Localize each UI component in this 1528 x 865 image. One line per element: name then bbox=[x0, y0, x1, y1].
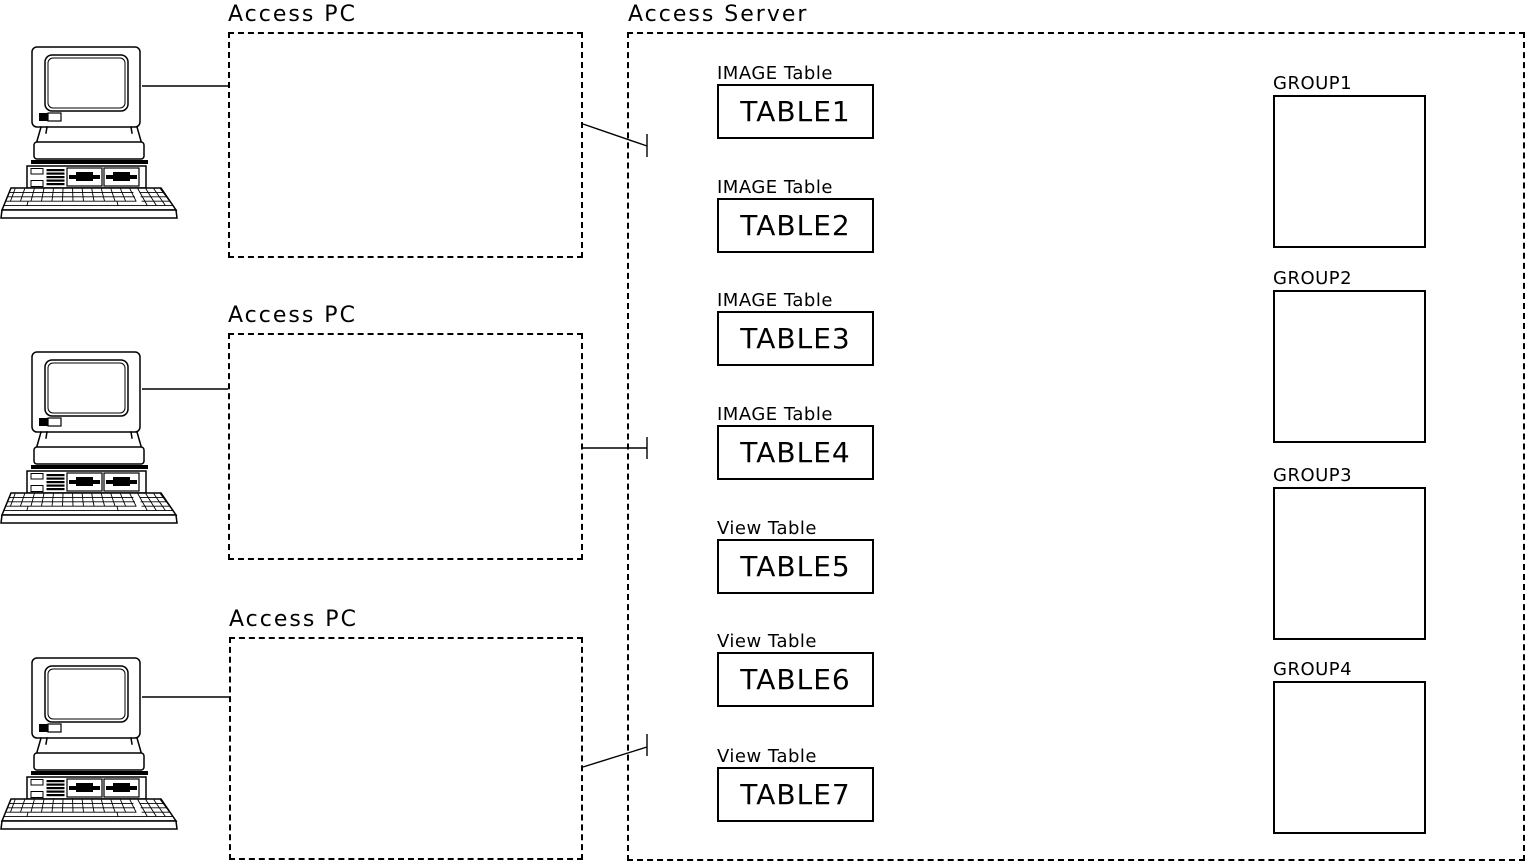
table-name: TABLE6 bbox=[740, 663, 851, 696]
group-unit: GROUP3 bbox=[1273, 466, 1426, 640]
access-pc-label: Access PC bbox=[229, 607, 358, 632]
table-type-label: IMAGE Table bbox=[717, 290, 833, 311]
table-unit: View Table TABLE6 bbox=[717, 632, 875, 707]
table-name: TABLE7 bbox=[740, 778, 851, 811]
group-unit: GROUP2 bbox=[1273, 269, 1426, 443]
table-type-label: IMAGE Table bbox=[717, 177, 833, 198]
table-unit: IMAGE Table TABLE1 bbox=[717, 64, 875, 139]
group-box bbox=[1273, 290, 1426, 443]
table-box: TABLE2 bbox=[717, 198, 874, 253]
access-pc-box bbox=[229, 637, 583, 860]
group-label: GROUP3 bbox=[1273, 465, 1353, 486]
table-box: TABLE4 bbox=[717, 425, 874, 480]
table-unit: View Table TABLE7 bbox=[717, 747, 875, 822]
table-type-label: IMAGE Table bbox=[717, 404, 833, 425]
table-type-label: View Table bbox=[717, 746, 817, 767]
table-unit: IMAGE Table TABLE2 bbox=[717, 178, 875, 253]
access-pc-label: Access PC bbox=[228, 303, 357, 328]
group-label: GROUP2 bbox=[1273, 268, 1353, 289]
group-box bbox=[1273, 95, 1426, 248]
access-server-label: Access Server bbox=[628, 2, 809, 27]
group-box bbox=[1273, 487, 1426, 640]
table-name: TABLE3 bbox=[740, 322, 851, 355]
table-name: TABLE4 bbox=[740, 436, 851, 469]
access-pc-box bbox=[228, 333, 583, 560]
table-type-label: View Table bbox=[717, 518, 817, 539]
access-pc-label: Access PC bbox=[228, 2, 357, 27]
desktop-computer-icon bbox=[0, 46, 178, 219]
desktop-computer-icon bbox=[0, 351, 178, 524]
table-box: TABLE7 bbox=[717, 767, 874, 822]
table-box: TABLE3 bbox=[717, 311, 874, 366]
table-unit: IMAGE Table TABLE3 bbox=[717, 291, 875, 366]
group-unit: GROUP4 bbox=[1273, 660, 1426, 834]
group-unit: GROUP1 bbox=[1273, 74, 1426, 248]
table-unit: IMAGE Table TABLE4 bbox=[717, 405, 875, 480]
table-name: TABLE1 bbox=[740, 95, 851, 128]
table-type-label: IMAGE Table bbox=[717, 63, 833, 84]
group-label: GROUP4 bbox=[1273, 659, 1353, 680]
group-box bbox=[1273, 681, 1426, 834]
table-unit: View Table TABLE5 bbox=[717, 519, 875, 594]
table-name: TABLE2 bbox=[740, 209, 851, 242]
access-pc-box bbox=[228, 32, 583, 258]
access-server-box bbox=[627, 32, 1525, 861]
desktop-computer-icon bbox=[0, 657, 178, 830]
table-type-label: View Table bbox=[717, 631, 817, 652]
table-box: TABLE6 bbox=[717, 652, 874, 707]
group-label: GROUP1 bbox=[1273, 73, 1353, 94]
table-name: TABLE5 bbox=[740, 550, 851, 583]
table-box: TABLE5 bbox=[717, 539, 874, 594]
table-box: TABLE1 bbox=[717, 84, 874, 139]
